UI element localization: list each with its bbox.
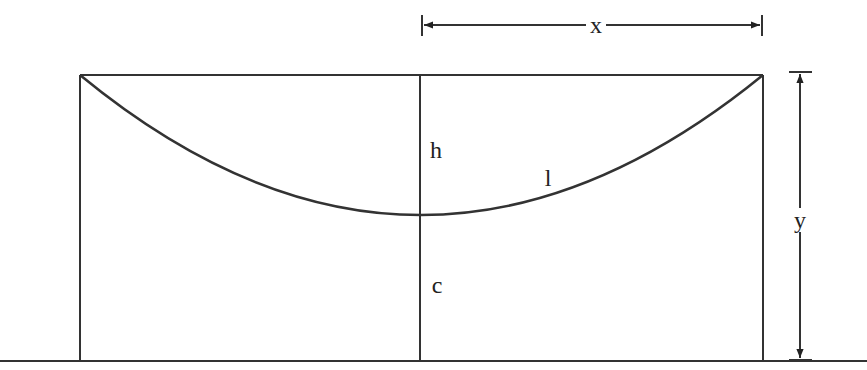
dimension-tick bbox=[761, 15, 763, 36]
height-label: h bbox=[430, 138, 442, 162]
left-post bbox=[79, 75, 81, 361]
right-post bbox=[762, 75, 764, 361]
height-label: c bbox=[432, 273, 443, 297]
ground-line bbox=[0, 360, 867, 362]
dimension-tick bbox=[789, 71, 812, 73]
dimension-tick bbox=[421, 15, 423, 36]
dimension-label: x bbox=[586, 13, 606, 37]
top-line bbox=[80, 74, 763, 76]
dimension-tick bbox=[789, 359, 812, 361]
length-label: l bbox=[545, 166, 552, 190]
dimension-label: y bbox=[790, 208, 810, 232]
catenary-curve bbox=[80, 75, 763, 215]
center-line bbox=[419, 75, 421, 361]
